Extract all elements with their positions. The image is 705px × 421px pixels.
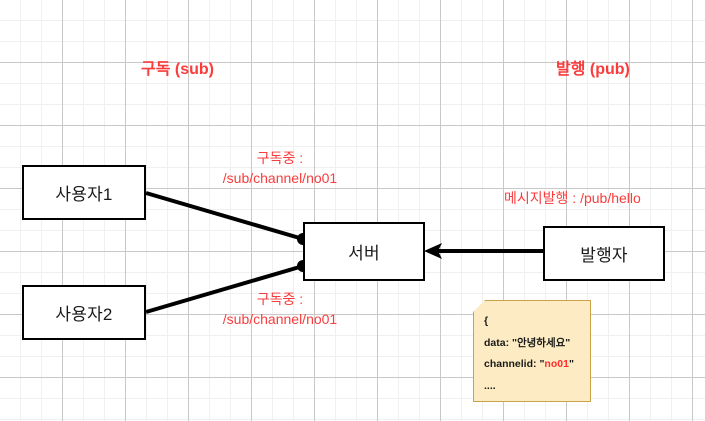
edge-user1-to-server bbox=[145, 191, 304, 241]
node-user1[interactable]: 사용자1 bbox=[22, 165, 146, 220]
node-publisher[interactable]: 발행자 bbox=[543, 226, 665, 281]
note-line-data: data: "안녕하세요" bbox=[484, 336, 571, 349]
note-channelid-quote-close: " bbox=[568, 358, 574, 371]
node-user2[interactable]: 사용자2 bbox=[22, 285, 146, 340]
edge-label-subscribe-bottom: 구독중 : /sub/channel/no01 bbox=[195, 289, 365, 330]
message-payload-note: { data: "안녕하세요" channelid: "no01" .... bbox=[473, 300, 591, 402]
note-channelid-value: no01 bbox=[544, 358, 569, 371]
edge-label-subscribe-top-line1: 구독중 : bbox=[256, 150, 304, 166]
edge-label-subscribe-bottom-line2: /sub/channel/no01 bbox=[222, 311, 338, 328]
note-line-open: { bbox=[484, 315, 489, 327]
section-title-publish: 발행 (pub) bbox=[556, 61, 630, 78]
note-line-ellipsis: .... bbox=[484, 379, 496, 392]
note-channelid-key: channelid: bbox=[484, 358, 540, 371]
arrowhead-to-server bbox=[424, 243, 442, 259]
node-server[interactable]: 서버 bbox=[303, 222, 425, 281]
edge-label-subscribe-bottom-line1: 구독중 : bbox=[256, 291, 304, 307]
note-channelid-quote-open: " bbox=[539, 358, 545, 371]
edge-label-subscribe-top: 구독중 : /sub/channel/no01 bbox=[195, 148, 365, 189]
section-title-subscribe: 구독 (sub) bbox=[141, 61, 214, 78]
edge-label-publish: 메시지발행 : /pub/hello bbox=[504, 190, 641, 206]
note-line-channelid: channelid: "no01" bbox=[484, 354, 580, 376]
edge-label-subscribe-top-line2: /sub/channel/no01 bbox=[222, 170, 338, 187]
